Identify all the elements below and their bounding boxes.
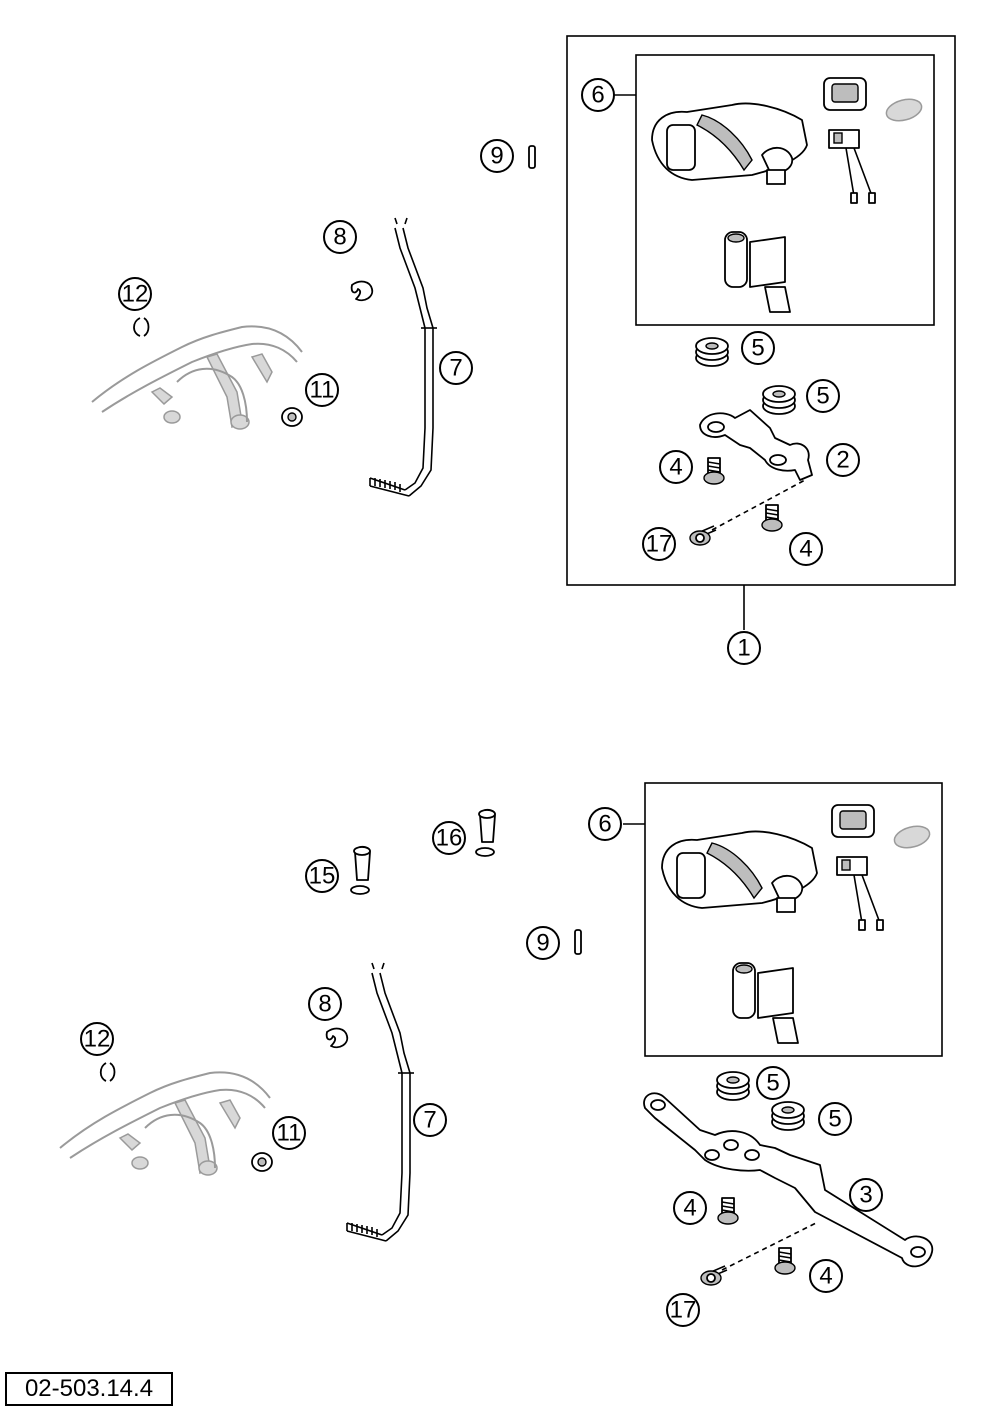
callout-17-bottom: 17: [666, 1293, 700, 1327]
callout-5-bottom-b: 5: [818, 1102, 852, 1136]
bushing-hole: [257, 1157, 267, 1167]
callout-5-top-a: 5: [741, 331, 775, 365]
callout-11-top: 11: [305, 373, 339, 407]
callout-label: 9: [490, 143, 503, 170]
callout-label: 7: [449, 355, 462, 382]
bracket-hole: [769, 454, 787, 466]
bracket-long: [643, 1092, 934, 1268]
callout-4-top-a: 4: [659, 450, 693, 484]
bracket-hole: [744, 1149, 760, 1161]
plug-15: [350, 845, 371, 895]
grommet: [771, 1101, 805, 1131]
callout-8-bottom: 8: [308, 987, 342, 1021]
callout-2-top: 2: [826, 443, 860, 477]
callout-8-top: 8: [323, 220, 357, 254]
callout-label: 8: [333, 224, 346, 251]
bracket-hole: [707, 421, 725, 433]
callout-label: 5: [751, 335, 764, 362]
callout-label: 5: [828, 1106, 841, 1133]
bracket-hole: [650, 1099, 666, 1111]
callout-12-top: 12: [118, 277, 152, 311]
bracket-hole: [910, 1246, 926, 1258]
grommet: [695, 337, 729, 367]
callout-label: 8: [318, 991, 331, 1018]
callout-12-bottom: 12: [80, 1022, 114, 1056]
frame-outline: [59, 1071, 271, 1176]
bracket-hole: [723, 1139, 739, 1151]
callout-9-bottom: 9: [526, 926, 560, 960]
ring: [133, 317, 150, 337]
callout-4-top-b: 4: [789, 532, 823, 566]
pin: [528, 145, 536, 169]
callout-label: 15: [309, 863, 336, 890]
screw: [717, 1197, 739, 1225]
callout-label: 6: [591, 82, 604, 109]
display-unit: [823, 77, 925, 204]
callout-3: 3: [849, 1178, 883, 1212]
plug-16: [475, 808, 496, 857]
callout-6-top: 6: [581, 78, 615, 112]
callout-6-bottom: 6: [588, 807, 622, 841]
callout-label: 4: [819, 1263, 832, 1290]
ring: [99, 1062, 116, 1082]
switch-unit: [732, 962, 799, 1044]
callout-label: 2: [836, 447, 849, 474]
callout-label: 5: [766, 1070, 779, 1097]
callout-11-bottom: 11: [272, 1116, 306, 1150]
screw: [774, 1247, 796, 1275]
callout-label: 11: [310, 377, 335, 404]
sub-assembly-box-bottom: [644, 782, 943, 1057]
collar-screw: [689, 525, 717, 546]
dashed-guide: [721, 1221, 819, 1271]
callout-16: 16: [432, 821, 466, 855]
callout-label: 1: [737, 635, 750, 662]
callout-label: 4: [669, 454, 682, 481]
grommet: [716, 1071, 750, 1101]
callout-label: 3: [859, 1182, 872, 1209]
switch-unit: [724, 231, 791, 313]
switch-housing: [651, 102, 808, 185]
callout-5-top-b: 5: [806, 379, 840, 413]
callout-label: 11: [277, 1120, 302, 1147]
callout-7-bottom: 7: [413, 1103, 447, 1137]
drawing-reference-number: 02-503.14.4: [5, 1372, 173, 1406]
bushing-hole: [287, 412, 297, 422]
callout-label: 17: [646, 531, 673, 558]
frame-outline: [91, 325, 303, 430]
callout-4-bottom-b: 4: [809, 1259, 843, 1293]
callout-15: 15: [305, 859, 339, 893]
callout-label: 17: [670, 1297, 697, 1324]
sub-assembly-box-top: [635, 54, 935, 326]
pin: [574, 929, 582, 955]
cable: [346, 962, 415, 1242]
callout-4-bottom-a: 4: [673, 1191, 707, 1225]
display-unit: [831, 804, 933, 931]
callout-label: 16: [436, 825, 463, 852]
clip: [350, 280, 374, 302]
callout-label: 6: [598, 811, 611, 838]
callout-label: 4: [799, 536, 812, 563]
switch-housing: [661, 830, 818, 913]
callout-label: 7: [423, 1107, 436, 1134]
callout-label: 5: [816, 383, 829, 410]
callout-label: 9: [536, 930, 549, 957]
bracket-hole: [704, 1149, 720, 1161]
callout-9-top: 9: [480, 139, 514, 173]
callout-label: 12: [84, 1026, 111, 1053]
callout-7-top: 7: [439, 351, 473, 385]
grommet: [762, 385, 796, 415]
callout-label: 12: [122, 281, 149, 308]
callout-17-top: 17: [642, 527, 676, 561]
screw: [703, 457, 725, 485]
screw: [761, 504, 783, 532]
clip: [325, 1027, 349, 1049]
callout-label: 4: [683, 1195, 696, 1222]
dashed-guide: [711, 479, 806, 531]
callout-1: 1: [727, 631, 761, 665]
assembly-box-top: [566, 35, 956, 586]
cable: [369, 217, 438, 497]
callout-5-bottom-a: 5: [756, 1066, 790, 1100]
